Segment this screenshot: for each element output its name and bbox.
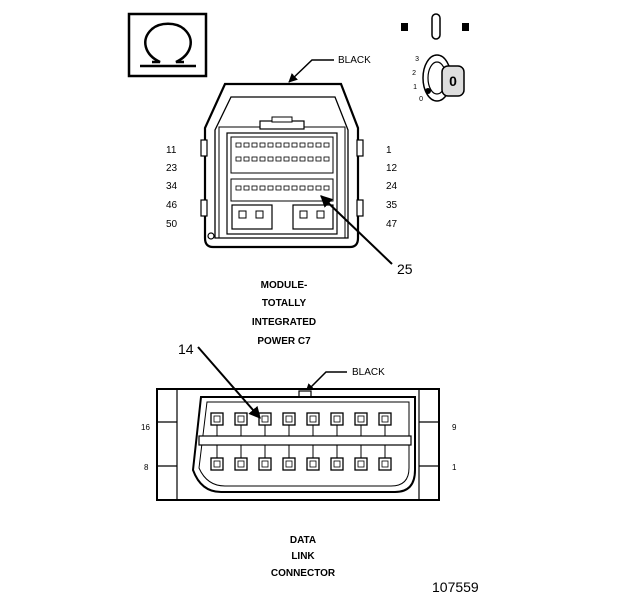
key-position-letter: 0 bbox=[449, 73, 457, 89]
module-pin-cavity bbox=[267, 185, 274, 191]
ignition-key-icon: 0 3 2 1 0 bbox=[401, 13, 469, 103]
module-pin-label-23: 23 bbox=[166, 163, 178, 174]
dlc-callout-number: 14 bbox=[178, 341, 194, 357]
dlc-pin-contact bbox=[357, 415, 365, 423]
data-link-connector: BLACK 16 8 9 1 14 DATA LINK CONNECTOR bbox=[141, 341, 457, 579]
module-pin-cavity bbox=[243, 156, 250, 162]
dlc-pin-contact bbox=[285, 460, 293, 468]
dlc-pin-contact bbox=[213, 460, 221, 468]
module-pin-grid bbox=[235, 142, 330, 191]
module-pin-cavity bbox=[259, 185, 266, 191]
module-pin-cavity bbox=[283, 185, 290, 191]
module-pin-cavity bbox=[267, 156, 274, 162]
key-position-3: 3 bbox=[415, 56, 419, 63]
module-pin-label-24: 24 bbox=[386, 181, 398, 192]
dlc-title-line-1: DATA bbox=[290, 535, 316, 546]
module-pin-cavity bbox=[243, 142, 250, 148]
dlc-title-line-2: LINK bbox=[291, 551, 315, 562]
module-callout-number: 25 bbox=[397, 261, 413, 277]
module-pin-cavity bbox=[267, 142, 274, 148]
dlc-callout-arrow bbox=[197, 346, 261, 419]
figure-number: 107559 bbox=[432, 579, 479, 595]
dlc-pin-contact bbox=[309, 460, 317, 468]
dlc-pin-contact bbox=[261, 460, 269, 468]
key-position-2: 2 bbox=[412, 70, 416, 77]
module-pin-cavity bbox=[259, 142, 266, 148]
dlc-pin-contact bbox=[309, 415, 317, 423]
module-title-line-4: POWER C7 bbox=[257, 336, 311, 347]
key-position-0: 0 bbox=[419, 96, 423, 103]
dlc-pin-contact bbox=[381, 460, 389, 468]
module-pin-cavity bbox=[235, 185, 242, 191]
module-pin-cavity bbox=[275, 185, 282, 191]
dlc-pin-grid bbox=[210, 412, 392, 471]
module-pin-cavity bbox=[235, 142, 242, 148]
dlc-pin-label-1: 1 bbox=[452, 463, 457, 472]
module-pin-label-46: 46 bbox=[166, 200, 178, 211]
dlc-pin-label-16: 16 bbox=[141, 423, 150, 432]
module-pin-cavity bbox=[251, 142, 258, 148]
module-pin-cavity bbox=[283, 142, 290, 148]
module-pin-cavity bbox=[275, 142, 282, 148]
dlc-pin-contact bbox=[333, 460, 341, 468]
module-pin-label-1: 1 bbox=[386, 145, 392, 156]
dlc-pin-contact bbox=[237, 460, 245, 468]
dlc-pin-contact bbox=[381, 415, 389, 423]
module-pin-cavity bbox=[307, 156, 314, 162]
module-pin-cavity bbox=[299, 142, 306, 148]
dlc-pin-contact bbox=[237, 415, 245, 423]
module-pin-cavity bbox=[259, 156, 266, 162]
module-pin-cavity bbox=[235, 156, 242, 162]
module-pin-cavity bbox=[251, 185, 258, 191]
dlc-pin-contact bbox=[333, 415, 341, 423]
ohm-symbol bbox=[127, 12, 208, 78]
dlc-pin-contact bbox=[213, 415, 221, 423]
module-pin-cavity bbox=[291, 185, 298, 191]
module-pin-cavity bbox=[315, 156, 322, 162]
module-pin-label-34: 34 bbox=[166, 181, 178, 192]
dlc-pin-contact bbox=[285, 415, 293, 423]
module-pin-cavity bbox=[323, 156, 330, 162]
module-pin-cavity bbox=[299, 156, 306, 162]
module-color-label: BLACK bbox=[338, 55, 371, 66]
dlc-pin-label-8: 8 bbox=[144, 463, 149, 472]
module-pin-label-50: 50 bbox=[166, 219, 178, 230]
module-pin-label-35: 35 bbox=[386, 200, 398, 211]
module-pin-cavity bbox=[291, 142, 298, 148]
module-pin-cavity bbox=[307, 142, 314, 148]
module-pin-cavity bbox=[283, 156, 290, 162]
module-pin-cavity bbox=[275, 156, 282, 162]
module-connector: BLACK 11 23 34 46 50 1 12 bbox=[166, 55, 413, 347]
module-pin-cavity bbox=[291, 156, 298, 162]
dlc-title-line-3: CONNECTOR bbox=[271, 568, 336, 579]
module-callout-arrow bbox=[320, 195, 393, 265]
key-position-1: 1 bbox=[413, 84, 417, 91]
module-pin-cavity bbox=[299, 185, 306, 191]
module-pin-cavity bbox=[323, 142, 330, 148]
module-pin-cavity bbox=[315, 185, 322, 191]
module-pin-cavity bbox=[307, 185, 314, 191]
module-title-line-1: MODULE- bbox=[261, 280, 308, 291]
module-pin-label-12: 12 bbox=[386, 163, 398, 174]
dlc-pin-label-9: 9 bbox=[452, 423, 457, 432]
module-pin-label-47: 47 bbox=[386, 219, 398, 230]
module-title-line-3: INTEGRATED bbox=[252, 317, 316, 328]
module-pin-label-11: 11 bbox=[166, 145, 177, 156]
dlc-pin-contact bbox=[357, 460, 365, 468]
module-pin-cavity bbox=[243, 185, 250, 191]
module-title-line-2: TOTALLY bbox=[262, 298, 307, 309]
module-pin-cavity bbox=[315, 142, 322, 148]
dlc-color-label: BLACK bbox=[352, 367, 385, 378]
module-pin-cavity bbox=[251, 156, 258, 162]
module-pin-cavity bbox=[323, 185, 330, 191]
dlc-pin-contact bbox=[261, 415, 269, 423]
ohm-icon bbox=[140, 22, 196, 68]
